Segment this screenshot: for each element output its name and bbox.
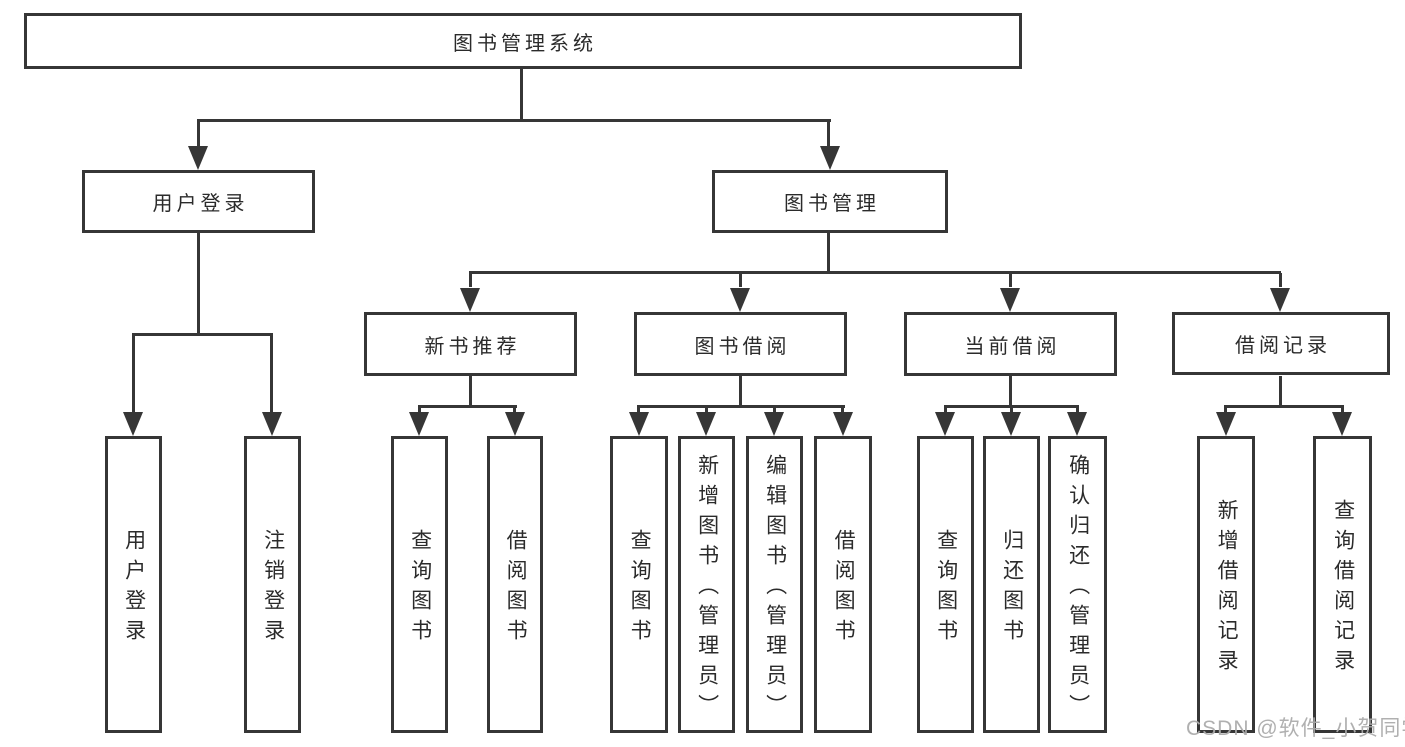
connector-borrowing-drop-2 xyxy=(705,407,708,414)
connector-recommend-drop-2 xyxy=(513,407,516,414)
leaf-confirm-return-admin: 确认归还（管理员） xyxy=(1048,436,1107,733)
connector-borrowing-stem xyxy=(739,376,742,408)
arrowhead-leaf-logout xyxy=(262,412,282,436)
node-label: 当前借阅 xyxy=(964,335,1061,358)
connector-records-bar xyxy=(1224,405,1344,408)
connector-recommend-drop-1 xyxy=(418,407,421,414)
leaf-label: 查询图书 xyxy=(628,529,652,649)
leaf-query-books-borrowing: 查询图书 xyxy=(610,436,668,733)
connector-current-bar xyxy=(944,405,1079,408)
connector-borrowing-drop-3 xyxy=(773,407,776,414)
node-label: 图书管理系统 xyxy=(453,32,597,55)
arrowhead-confirm-return-admin xyxy=(1067,412,1087,436)
node-label: 用户登录 xyxy=(152,193,249,215)
connector-borrowing-drop-1 xyxy=(637,407,640,414)
leaf-label: 借阅图书 xyxy=(504,529,528,649)
arrowhead-return-books xyxy=(1001,412,1021,436)
connector-current-drop-2 xyxy=(1010,407,1013,414)
connector-login-drop-2 xyxy=(270,335,273,413)
arrowhead-query-books-recommend xyxy=(409,412,429,436)
arrowhead-book-borrowing xyxy=(730,288,750,312)
leaf-label: 查询图书 xyxy=(934,529,958,649)
connector-login-bar xyxy=(132,333,273,336)
connector-mgmt-drop-1 xyxy=(469,273,472,287)
arrowhead-borrow-books-borrowing xyxy=(833,412,853,436)
leaf-borrow-books-recommend: 借阅图书 xyxy=(487,436,543,733)
connector-recommend-bar xyxy=(418,405,517,408)
connector-records-stem xyxy=(1279,376,1282,408)
arrowhead-current-borrowing xyxy=(1000,288,1020,312)
leaf-label: 新增图书（管理员） xyxy=(695,454,719,724)
arrowhead-leaf-user-login xyxy=(123,412,143,436)
connector-current-stem xyxy=(1009,376,1012,408)
leaf-label: 用户登录 xyxy=(122,529,146,649)
connector-current-drop-1 xyxy=(944,407,947,414)
connector-records-drop-1 xyxy=(1224,407,1227,414)
leaf-query-books-current: 查询图书 xyxy=(917,436,974,733)
leaf-label: 确认归还（管理员） xyxy=(1066,454,1090,724)
leaf-query-borrow-record: 查询借阅记录 xyxy=(1313,436,1372,733)
node-new-book-recommend: 新书推荐 xyxy=(364,312,577,376)
leaf-edit-book-admin: 编辑图书（管理员） xyxy=(746,436,803,733)
node-book-management: 图书管理 xyxy=(712,170,948,233)
connector-recommend-stem xyxy=(469,376,472,408)
node-user-login: 用户登录 xyxy=(82,170,315,233)
connector-current-drop-3 xyxy=(1076,407,1079,414)
connector-mgmt-stem xyxy=(827,233,830,273)
arrowhead-borrowing-records xyxy=(1270,288,1290,312)
connector-root-bar xyxy=(197,119,831,122)
arrowhead-edit-book-admin xyxy=(764,412,784,436)
arrowhead-query-books-current xyxy=(935,412,955,436)
leaf-label: 查询借阅记录 xyxy=(1331,499,1355,679)
leaf-return-books: 归还图书 xyxy=(983,436,1040,733)
leaf-label: 查询图书 xyxy=(408,529,432,649)
node-borrowing-records: 借阅记录 xyxy=(1172,312,1390,375)
leaf-borrow-books-borrowing: 借阅图书 xyxy=(814,436,872,733)
connector-root-stem xyxy=(520,69,523,120)
connector-root-drop-left xyxy=(197,121,200,148)
leaf-label: 注销登录 xyxy=(261,529,285,649)
connector-login-drop-1 xyxy=(132,335,135,413)
connector-borrowing-bar xyxy=(637,405,845,408)
arrowhead-add-borrow-record xyxy=(1216,412,1236,436)
arrowhead-query-borrow-record xyxy=(1332,412,1352,436)
node-label: 借阅记录 xyxy=(1235,335,1331,357)
connector-mgmt-drop-2 xyxy=(739,273,742,287)
node-label: 新书推荐 xyxy=(424,335,521,358)
leaf-add-borrow-record: 新增借阅记录 xyxy=(1197,436,1255,733)
connector-root-drop-right xyxy=(827,121,830,148)
leaf-label: 借阅图书 xyxy=(832,529,856,649)
leaf-label: 编辑图书（管理员） xyxy=(763,454,787,724)
connector-records-drop-2 xyxy=(1341,407,1344,414)
arrowhead-new-book-recommend xyxy=(460,288,480,312)
arrowhead-borrow-books-recommend xyxy=(505,412,525,436)
node-library-management-system: 图书管理系统 xyxy=(24,13,1022,69)
arrowhead-book-management xyxy=(820,146,840,170)
leaf-add-book-admin: 新增图书（管理员） xyxy=(678,436,735,733)
leaf-label: 新增借阅记录 xyxy=(1215,499,1239,679)
connector-mgmt-drop-4 xyxy=(1279,273,1282,287)
csdn-watermark: CSDN @软件_小贺同学 xyxy=(1186,717,1405,740)
leaf-query-books-recommend: 查询图书 xyxy=(391,436,448,733)
connector-borrowing-drop-4 xyxy=(841,407,844,414)
node-book-borrowing: 图书借阅 xyxy=(634,312,847,376)
connector-mgmt-bar xyxy=(469,271,1281,274)
leaf-user-login: 用户登录 xyxy=(105,436,162,733)
connector-login-stem xyxy=(197,233,200,334)
leaf-label: 归还图书 xyxy=(1000,529,1024,649)
node-label: 图书管理 xyxy=(784,193,880,215)
connector-mgmt-drop-3 xyxy=(1009,273,1012,287)
arrowhead-user-login xyxy=(188,146,208,170)
arrowhead-query-books-borrowing xyxy=(629,412,649,436)
node-current-borrowing: 当前借阅 xyxy=(904,312,1117,376)
arrowhead-add-book-admin xyxy=(696,412,716,436)
leaf-logout: 注销登录 xyxy=(244,436,301,733)
node-label: 图书借阅 xyxy=(694,335,791,358)
